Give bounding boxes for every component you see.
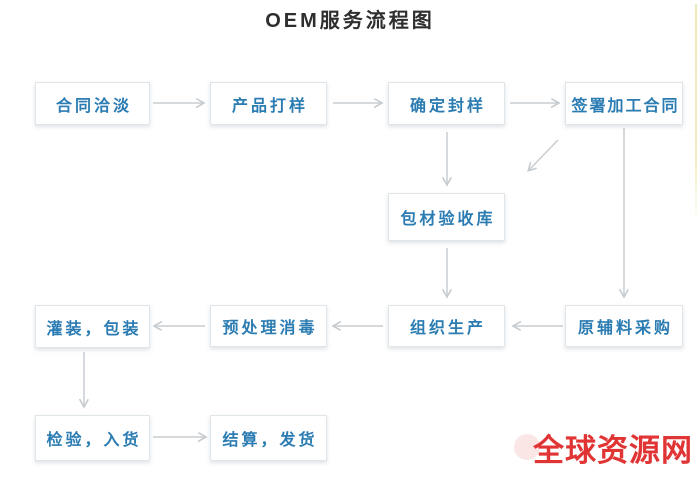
flow-node-confirm-sealed-sample: 确定封样 [388,82,505,125]
flow-node-settlement-shipping: 结算，发货 [210,415,327,461]
watermark-text: 全球资源网 [533,433,693,468]
arrow-contract-diagonal [529,139,559,170]
flow-node-pretreatment-disinfection: 预处理消毒 [210,305,327,347]
page-edge-artifact [695,4,697,226]
flow-node-filling-packaging: 灌装，包装 [35,305,150,348]
flow-node-inspection-warehousing: 检验，入货 [35,415,150,461]
flow-node-organize-production: 组织生产 [388,305,505,347]
flow-node-packaging-material-acceptance: 包材验收库 [388,193,505,241]
flow-node-contract-negotiation: 合同洽淡 [35,82,150,125]
page-title: OEM服务流程图 [265,10,435,32]
flow-node-product-sampling: 产品打样 [210,82,327,125]
watermark-logo-icon [514,434,540,460]
flow-node-raw-material-purchase: 原辅料采购 [565,305,683,347]
flow-node-sign-processing-contract: 签署加工合同 [565,82,683,125]
